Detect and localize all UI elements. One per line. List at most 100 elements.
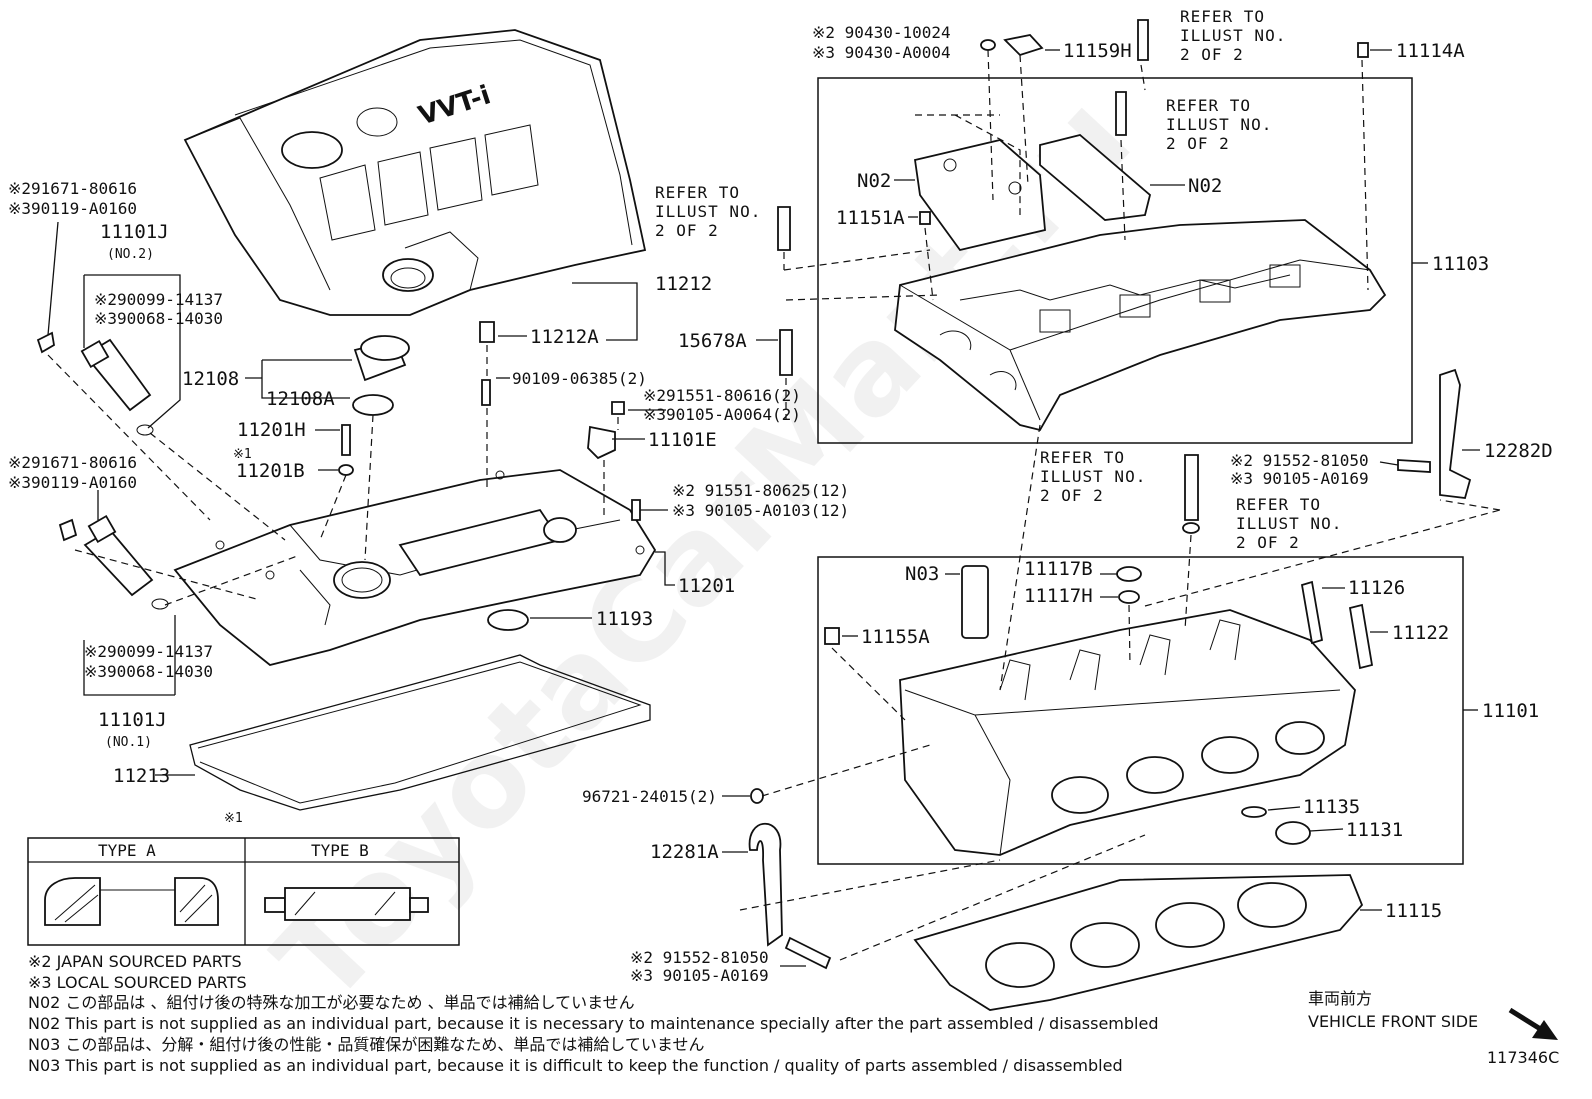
bolt-11201H (341, 424, 351, 456)
bolt-11101E (611, 401, 625, 415)
bolt-12281A (784, 936, 832, 970)
diagram-id: 117346C (1487, 1048, 1559, 1067)
label-11114A: 11114A (1396, 40, 1465, 62)
label-11201B: 11201B (236, 460, 305, 482)
cam-sensor-11101E (587, 425, 616, 460)
label-12282D-code1: ※2 91552-81050 (1230, 451, 1369, 470)
dowel-n03 (961, 565, 989, 639)
label-11101J-no1-code3: ※290099-14137 (84, 642, 213, 661)
refer-note-5-line2: ILLUST NO. (1236, 514, 1342, 533)
label-11131: 11131 (1346, 819, 1403, 841)
label-n02-a: N02 (857, 170, 891, 192)
refer-note-3-line1: REFER TO (655, 183, 740, 202)
label-11101J-no1-code2: ※390119-A0160 (8, 473, 137, 492)
label-11101J-no2-code1: ※291671-80616 (8, 179, 137, 198)
head-cover-11201 (173, 469, 657, 666)
label-11101J-no1-sub: (NO.1) (105, 735, 152, 750)
label-12282D-code2: ※3 90105-A0169 (1230, 469, 1369, 488)
label-11101: 11101 (1482, 700, 1539, 722)
label-11212: 11212 (655, 273, 712, 295)
pin-11114A (1357, 42, 1369, 58)
label-96721: 96721-24015(2) (582, 787, 717, 806)
head-gasket-11115 (913, 874, 1364, 1011)
bracket-12282D (1439, 368, 1472, 499)
label-11122: 11122 (1392, 622, 1449, 644)
bolt-11201 (631, 499, 641, 521)
bearing-cap-n02-b (1039, 134, 1152, 221)
legend-n02-en: N02 This part is not supplied as an indi… (28, 1014, 1158, 1033)
front-en: VEHICLE FRONT SIDE (1308, 1012, 1478, 1031)
label-11117B: 11117B (1024, 558, 1093, 580)
label-n02-b: N02 (1188, 175, 1222, 197)
oring-96721 (750, 788, 764, 804)
refer-note-1-line2: ILLUST NO. (1180, 26, 1286, 45)
refer-note-2-line3: 2 OF 2 (1166, 134, 1230, 153)
refer-note-2-line1: REFER TO (1166, 96, 1251, 115)
label-11101E-code2: ※390105-A0064(2) (643, 405, 801, 424)
label-11101J-no2-code4: ※390068-14030 (94, 309, 223, 328)
label-12282D: 12282D (1484, 440, 1553, 462)
label-15678A: 15678A (678, 330, 747, 352)
refer-note-1-line1: REFER TO (1180, 7, 1265, 26)
stud-90109 (481, 379, 491, 406)
cylinder-head-11101 (899, 609, 1356, 856)
gasket-12108A (352, 394, 394, 416)
label-11151A: 11151A (836, 207, 905, 229)
bearing-cap-n02-a (913, 139, 1046, 252)
label-11159H-code2: ※3 90430-A0004 (812, 43, 951, 62)
label-11115: 11115 (1385, 900, 1442, 922)
type-box: ※1 TYPE A TYPE B (27, 811, 460, 946)
refer-note-4-line2: ILLUST NO. (1040, 467, 1146, 486)
refer-note-5-line1: REFER TO (1236, 495, 1321, 514)
camshaft-housing-11103 (894, 219, 1387, 432)
bolt-top (1137, 19, 1149, 61)
label-11126: 11126 (1348, 577, 1405, 599)
type-b-washer-section (264, 887, 429, 921)
legend-n03-en: N03 This part is not supplied as an indi… (28, 1056, 1123, 1075)
washer-head (1182, 522, 1200, 534)
head-cover-gasket-11213 (189, 654, 651, 811)
label-11201H: 11201H (237, 419, 306, 441)
bolt-11103 (1115, 91, 1127, 136)
label-n03: N03 (905, 563, 939, 585)
front-jp: 車両前方 (1308, 989, 1372, 1008)
label-11201-code1: ※2 91551-80625(12) (672, 481, 849, 500)
guide-11126 (1300, 580, 1324, 645)
leader-lines (47, 49, 1501, 967)
guide-11122 (1348, 603, 1374, 670)
legend-n02-jp: N02 この部品は 、組付け後の特殊な加工が必要なため 、単品では補給していませ… (28, 993, 635, 1012)
vehicle-front-indicator: 車両前方 VEHICLE FRONT SIDE 117346C (1308, 989, 1559, 1067)
label-11201B-mark: ※1 (233, 447, 252, 462)
refer-note-5-line3: 2 OF 2 (1236, 533, 1300, 552)
label-11101J-no2: 11101J (100, 221, 169, 243)
label-11193: 11193 (596, 608, 653, 630)
refer-note-4-line3: 2 OF 2 (1040, 486, 1104, 505)
front-arrow-icon (1508, 1007, 1558, 1040)
bolt-12282D (1397, 459, 1431, 473)
label-11201: 11201 (678, 575, 735, 597)
label-11101J-no1-code4: ※390068-14030 (84, 662, 213, 681)
refer-note-4-line1: REFER TO (1040, 448, 1125, 467)
label-12108A: 12108A (266, 388, 335, 410)
label-11101J-no1: 11101J (98, 709, 167, 731)
refer-note-3-line3: 2 OF 2 (655, 221, 719, 240)
type-box-mark: ※1 (224, 811, 243, 826)
pin-11155A (824, 627, 840, 645)
label-11212A: 11212A (530, 326, 599, 348)
label-11201-code2: ※3 90105-A0103(12) (672, 501, 849, 520)
refer-note-2-line2: ILLUST NO. (1166, 115, 1272, 134)
label-11101E: 11101E (648, 429, 717, 451)
refer-note-1-line3: 2 OF 2 (1180, 45, 1244, 64)
label-12108: 12108 (182, 368, 239, 390)
seal-11193 (487, 609, 529, 631)
label-11213: 11213 (113, 765, 170, 787)
label-11159H: 11159H (1063, 40, 1132, 62)
bolt-head (1184, 454, 1199, 521)
seal-11135 (1241, 806, 1267, 818)
label-90109: 90109-06385(2) (512, 369, 647, 388)
label-11135: 11135 (1303, 796, 1360, 818)
stud-15678A (779, 329, 793, 376)
label-11117H: 11117H (1024, 585, 1093, 607)
camshaft-housing-frame (817, 77, 1413, 444)
oil-control-valve-no2 (36, 331, 154, 436)
